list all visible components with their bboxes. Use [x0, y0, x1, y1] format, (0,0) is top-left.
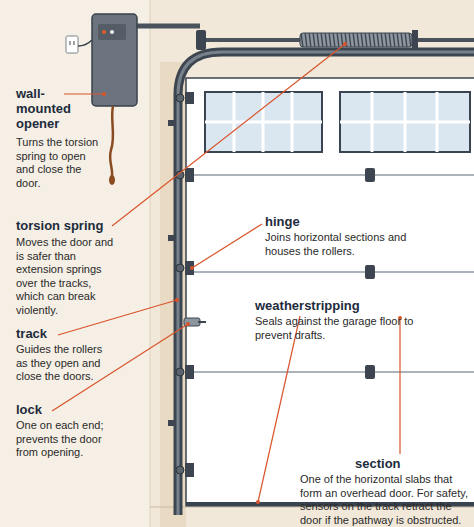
opener-unit [92, 14, 137, 106]
part-note: Seals against the garage floor to preven… [255, 315, 430, 342]
track-channel [178, 52, 474, 515]
track-bracket [168, 235, 176, 241]
release-cord [110, 106, 113, 176]
part-note: Joins horizontal sections and houses the… [265, 231, 440, 258]
outlet-slot [70, 41, 71, 45]
leader-line [64, 93, 104, 94]
side-hinge [185, 365, 194, 379]
center-hinge [365, 265, 375, 279]
section-joint [186, 174, 474, 176]
part-name: wall-mounted opener [16, 86, 76, 131]
part-note: One on each end; prevents the door from … [16, 419, 108, 460]
track-bracket [168, 120, 176, 126]
window-muntin [205, 121, 322, 124]
section-joint [186, 271, 474, 273]
part-name: torsion spring [16, 218, 126, 233]
window [205, 92, 322, 152]
section-joint [186, 371, 474, 373]
opener-light [110, 30, 114, 34]
window [340, 92, 470, 152]
outlet [66, 36, 78, 53]
leader-dot [175, 298, 179, 302]
part-note: Turns the torsion spring to open and clo… [16, 136, 104, 190]
leader-dot [190, 266, 194, 270]
leader-line [399, 318, 400, 454]
spring-bracket [412, 30, 418, 50]
opener-panel [98, 24, 126, 40]
part-note: Guides the rollers as they open and clos… [16, 343, 108, 384]
part-note: Moves the door and is safer than extensi… [16, 236, 116, 317]
lock-handle [198, 321, 206, 323]
part-name: hinge [265, 214, 335, 229]
side-hinge [185, 261, 194, 275]
roller [176, 264, 184, 272]
leader-dot [186, 322, 190, 326]
roller [176, 368, 184, 376]
part-note: One of the horizontal slabs that form an… [300, 473, 472, 527]
torsion-spring [300, 33, 412, 47]
leader-line [258, 316, 300, 502]
leader-dot [343, 42, 347, 46]
side-hinge [185, 92, 194, 104]
drive-shaft [136, 24, 200, 29]
opener-light [102, 30, 106, 34]
roller [176, 466, 184, 474]
roller [176, 94, 184, 102]
side-hinge [185, 168, 194, 182]
center-hinge [365, 168, 375, 182]
track-bracket [168, 420, 176, 426]
outlet-slot [74, 41, 75, 45]
window-muntin [340, 121, 470, 124]
power-cord [78, 40, 92, 46]
leader-dot [102, 92, 106, 96]
leader-line [192, 224, 262, 268]
side-hinge [185, 463, 194, 477]
leader-line [58, 300, 177, 335]
center-hinge [365, 365, 375, 379]
part-name: weatherstripping [255, 298, 395, 313]
part-name: lock [16, 402, 76, 417]
wall-corner [150, 0, 151, 527]
part-name: section [355, 456, 435, 471]
door-panel [186, 78, 474, 506]
leader-line [112, 44, 345, 226]
leader-dot [256, 500, 260, 504]
lock-bar [184, 318, 200, 326]
part-name: track [16, 326, 76, 341]
end-bracket [196, 30, 206, 50]
cord-handle [109, 175, 115, 185]
track [178, 52, 474, 515]
